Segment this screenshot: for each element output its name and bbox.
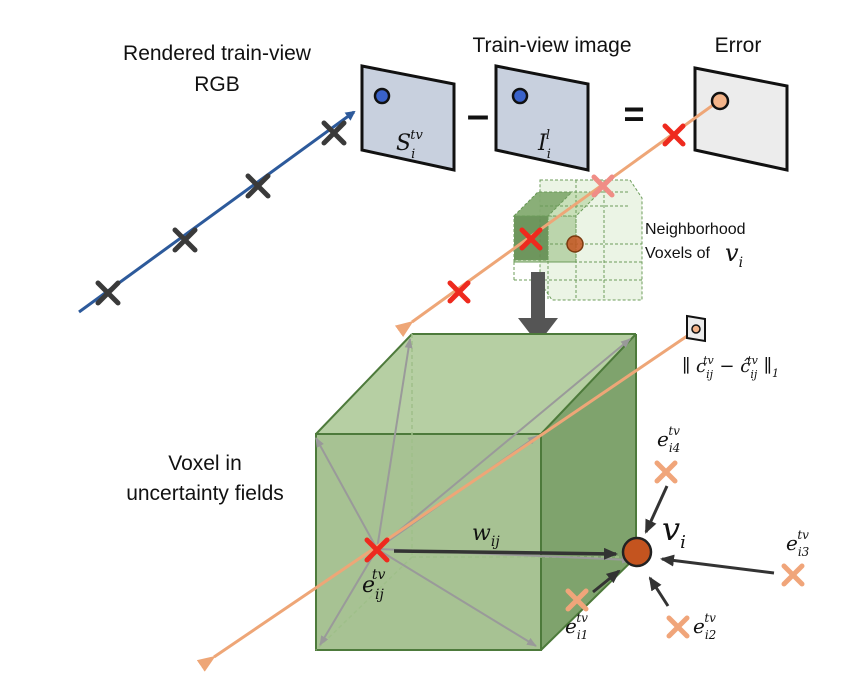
S-symbol: Sitv xyxy=(396,128,423,162)
sample-crosses-rendered xyxy=(95,120,347,306)
train-view-label: Train-view image xyxy=(472,34,631,57)
w-symbol: wij xyxy=(472,521,500,550)
e-ij-symbol: eijtv xyxy=(362,567,385,603)
error-cross-3 xyxy=(519,227,543,251)
error-cross-2 xyxy=(591,174,615,198)
I-symbol: Iil xyxy=(537,128,551,162)
error-image-plane xyxy=(693,66,789,172)
neighborhood-center-vertex xyxy=(566,235,584,253)
cross-ei3 xyxy=(781,563,805,587)
e-i4-symbol: ei4tv xyxy=(657,424,680,455)
pixel-dot-train xyxy=(511,87,529,105)
weight-arrow xyxy=(393,547,618,560)
sample-cross-4 xyxy=(321,120,347,146)
equals-operator: = xyxy=(623,93,644,134)
small-pixel-plane xyxy=(686,314,706,343)
rendered-label-line2: RGB xyxy=(194,73,240,96)
sample-cross-3 xyxy=(245,173,271,199)
pixel-dot-rendered xyxy=(373,87,391,105)
e-i2-symbol: ei2tv xyxy=(693,611,716,642)
sample-cross-2 xyxy=(172,227,198,253)
zoom-down-arrow xyxy=(518,272,558,344)
neighborhood-label-line1: Neighborhood xyxy=(645,221,746,238)
e-i3-symbol: ei3tv xyxy=(786,528,810,559)
error-cross-4 xyxy=(447,280,471,304)
neighborhood-label-line2: Voxels of xyxy=(645,245,710,262)
voxel-label-line2: uncertainty fields xyxy=(126,482,284,505)
ray-through-voxel xyxy=(196,328,697,672)
corner-arrows xyxy=(315,338,632,647)
rendered-ray xyxy=(78,110,356,314)
minus-operator: – xyxy=(467,93,489,137)
sample-cross-eij xyxy=(364,537,390,563)
rendered-label-line1: Rendered train-view xyxy=(123,42,312,65)
voxel-cube xyxy=(315,333,637,651)
error-cross-1 xyxy=(662,123,686,147)
error-label: Error xyxy=(715,34,762,57)
neighbor-crosses xyxy=(565,460,805,639)
e-i1-symbol: ei1tv xyxy=(565,611,588,642)
v-symbol-small: vi xyxy=(725,239,743,271)
train-view-image-plane: Iil xyxy=(494,64,590,172)
rendered-image-plane: Sitv xyxy=(360,64,456,172)
v-symbol-large: vi xyxy=(662,510,686,553)
cross-ei4 xyxy=(654,460,678,484)
cross-ei2 xyxy=(666,615,690,639)
pixel-dot-error xyxy=(710,91,730,111)
norm-expression: ∥ cijtv − ĉijtv ∥1 xyxy=(682,354,779,381)
cross-ei1 xyxy=(565,588,589,612)
vertex-vi xyxy=(621,536,653,568)
voxel-label-line1: Voxel in xyxy=(168,452,242,475)
sample-crosses-error xyxy=(447,123,686,304)
neighbor-arrows xyxy=(592,485,775,607)
sample-cross-1 xyxy=(95,280,121,306)
